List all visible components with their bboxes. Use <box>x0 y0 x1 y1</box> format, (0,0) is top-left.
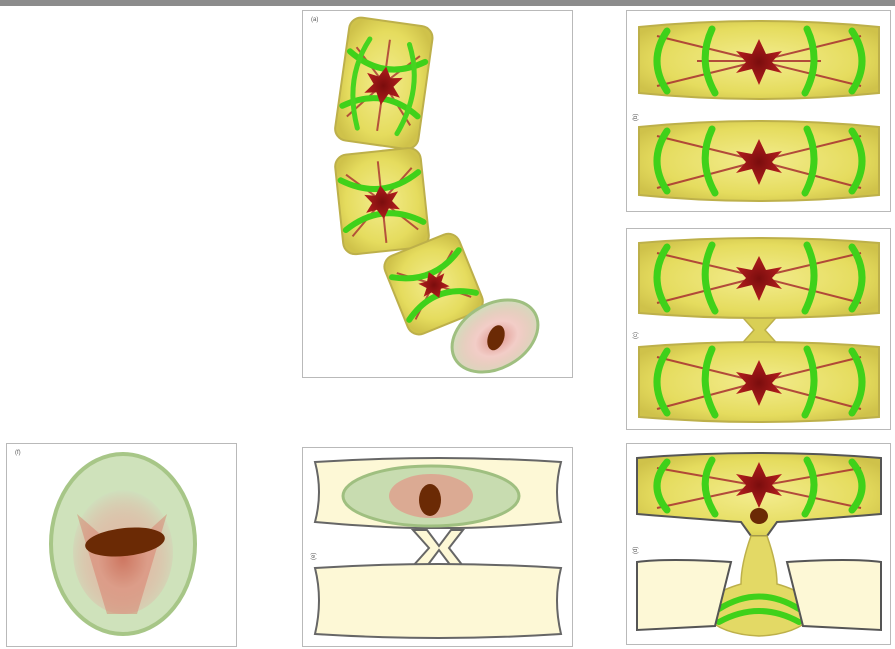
upper-cell <box>639 238 879 318</box>
filament-diagram <box>303 11 573 378</box>
panel-a-filament: (a) <box>302 10 573 378</box>
upper-cell <box>639 21 879 99</box>
zygospore <box>51 454 195 634</box>
panel-d-migration: (d) <box>626 443 891 645</box>
zygote-nucleus <box>419 484 441 516</box>
panel-b-separated-cells: (b) <box>626 10 891 212</box>
lower-cell <box>639 121 879 201</box>
nucleus <box>750 508 768 524</box>
lower-cell <box>639 342 879 422</box>
conjugation-tube-diagram <box>627 229 891 430</box>
separated-cells-diagram <box>627 11 891 212</box>
zygospore-diagram <box>7 444 237 647</box>
conjugation-tube <box>413 530 463 566</box>
zygote <box>343 466 519 526</box>
filament-cell-1 <box>334 16 434 150</box>
panel-f-zygospore: (f) <box>6 443 237 647</box>
panel-e-zygote-in-tube: (e) <box>302 447 573 647</box>
lower-empty-cell <box>315 564 561 638</box>
top-border <box>0 0 895 6</box>
filament-cell-2 <box>334 147 430 255</box>
panel-c-conjugation-tube: (c) <box>626 228 891 430</box>
migration-diagram <box>627 444 891 645</box>
zygote-in-tube-diagram <box>303 448 573 647</box>
